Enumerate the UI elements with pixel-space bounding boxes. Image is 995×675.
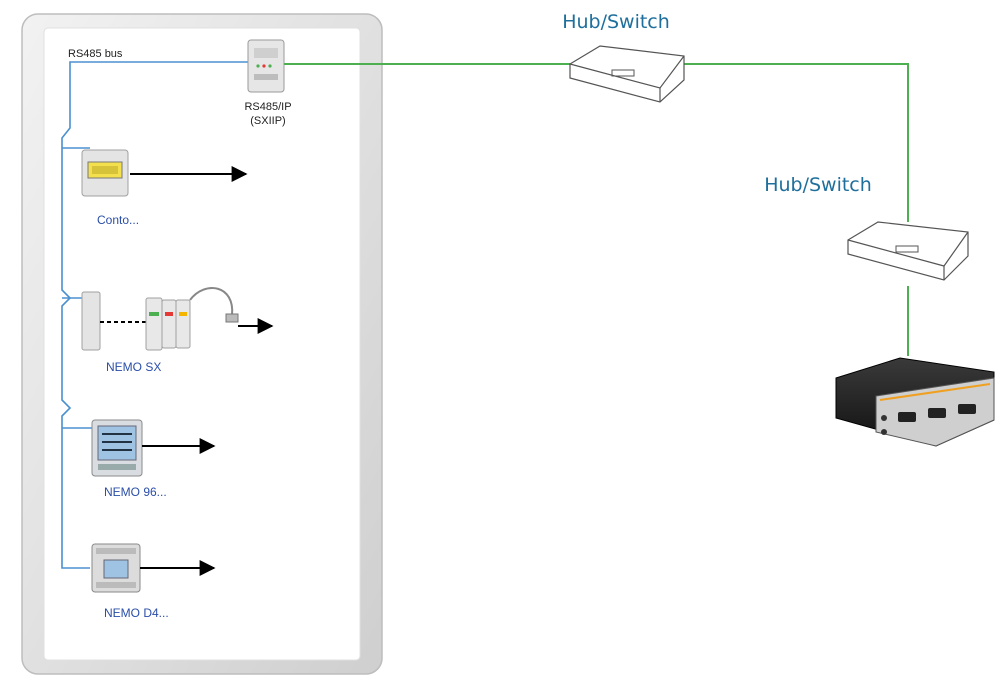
nemo-d4-device [91, 543, 141, 593]
nemo-96-device [91, 419, 143, 477]
device-label: NEMO 96... [104, 485, 167, 499]
rs485-bus-lines [61, 61, 254, 569]
hub-switch-device [569, 45, 685, 103]
gateway-label-line2: (SXIIP) [250, 115, 285, 127]
hub-label: Hub/Switch [562, 11, 670, 33]
industrial-pc-device [835, 357, 995, 447]
hub-switch-device [847, 221, 969, 281]
gateway-device [247, 39, 285, 93]
network-lines [284, 63, 909, 356]
nemo-sx-device [81, 287, 239, 351]
device-label: NEMO D4... [104, 606, 169, 620]
hub-label: Hub/Switch [764, 174, 872, 196]
device-label: Conto... [97, 213, 139, 227]
device-label: NEMO SX [106, 360, 161, 374]
bus-label: RS485 bus [68, 48, 123, 60]
gateway-label-line1: RS485/IP [244, 101, 291, 113]
cabinet-panel [21, 13, 383, 675]
energy-meter-device [81, 149, 129, 197]
